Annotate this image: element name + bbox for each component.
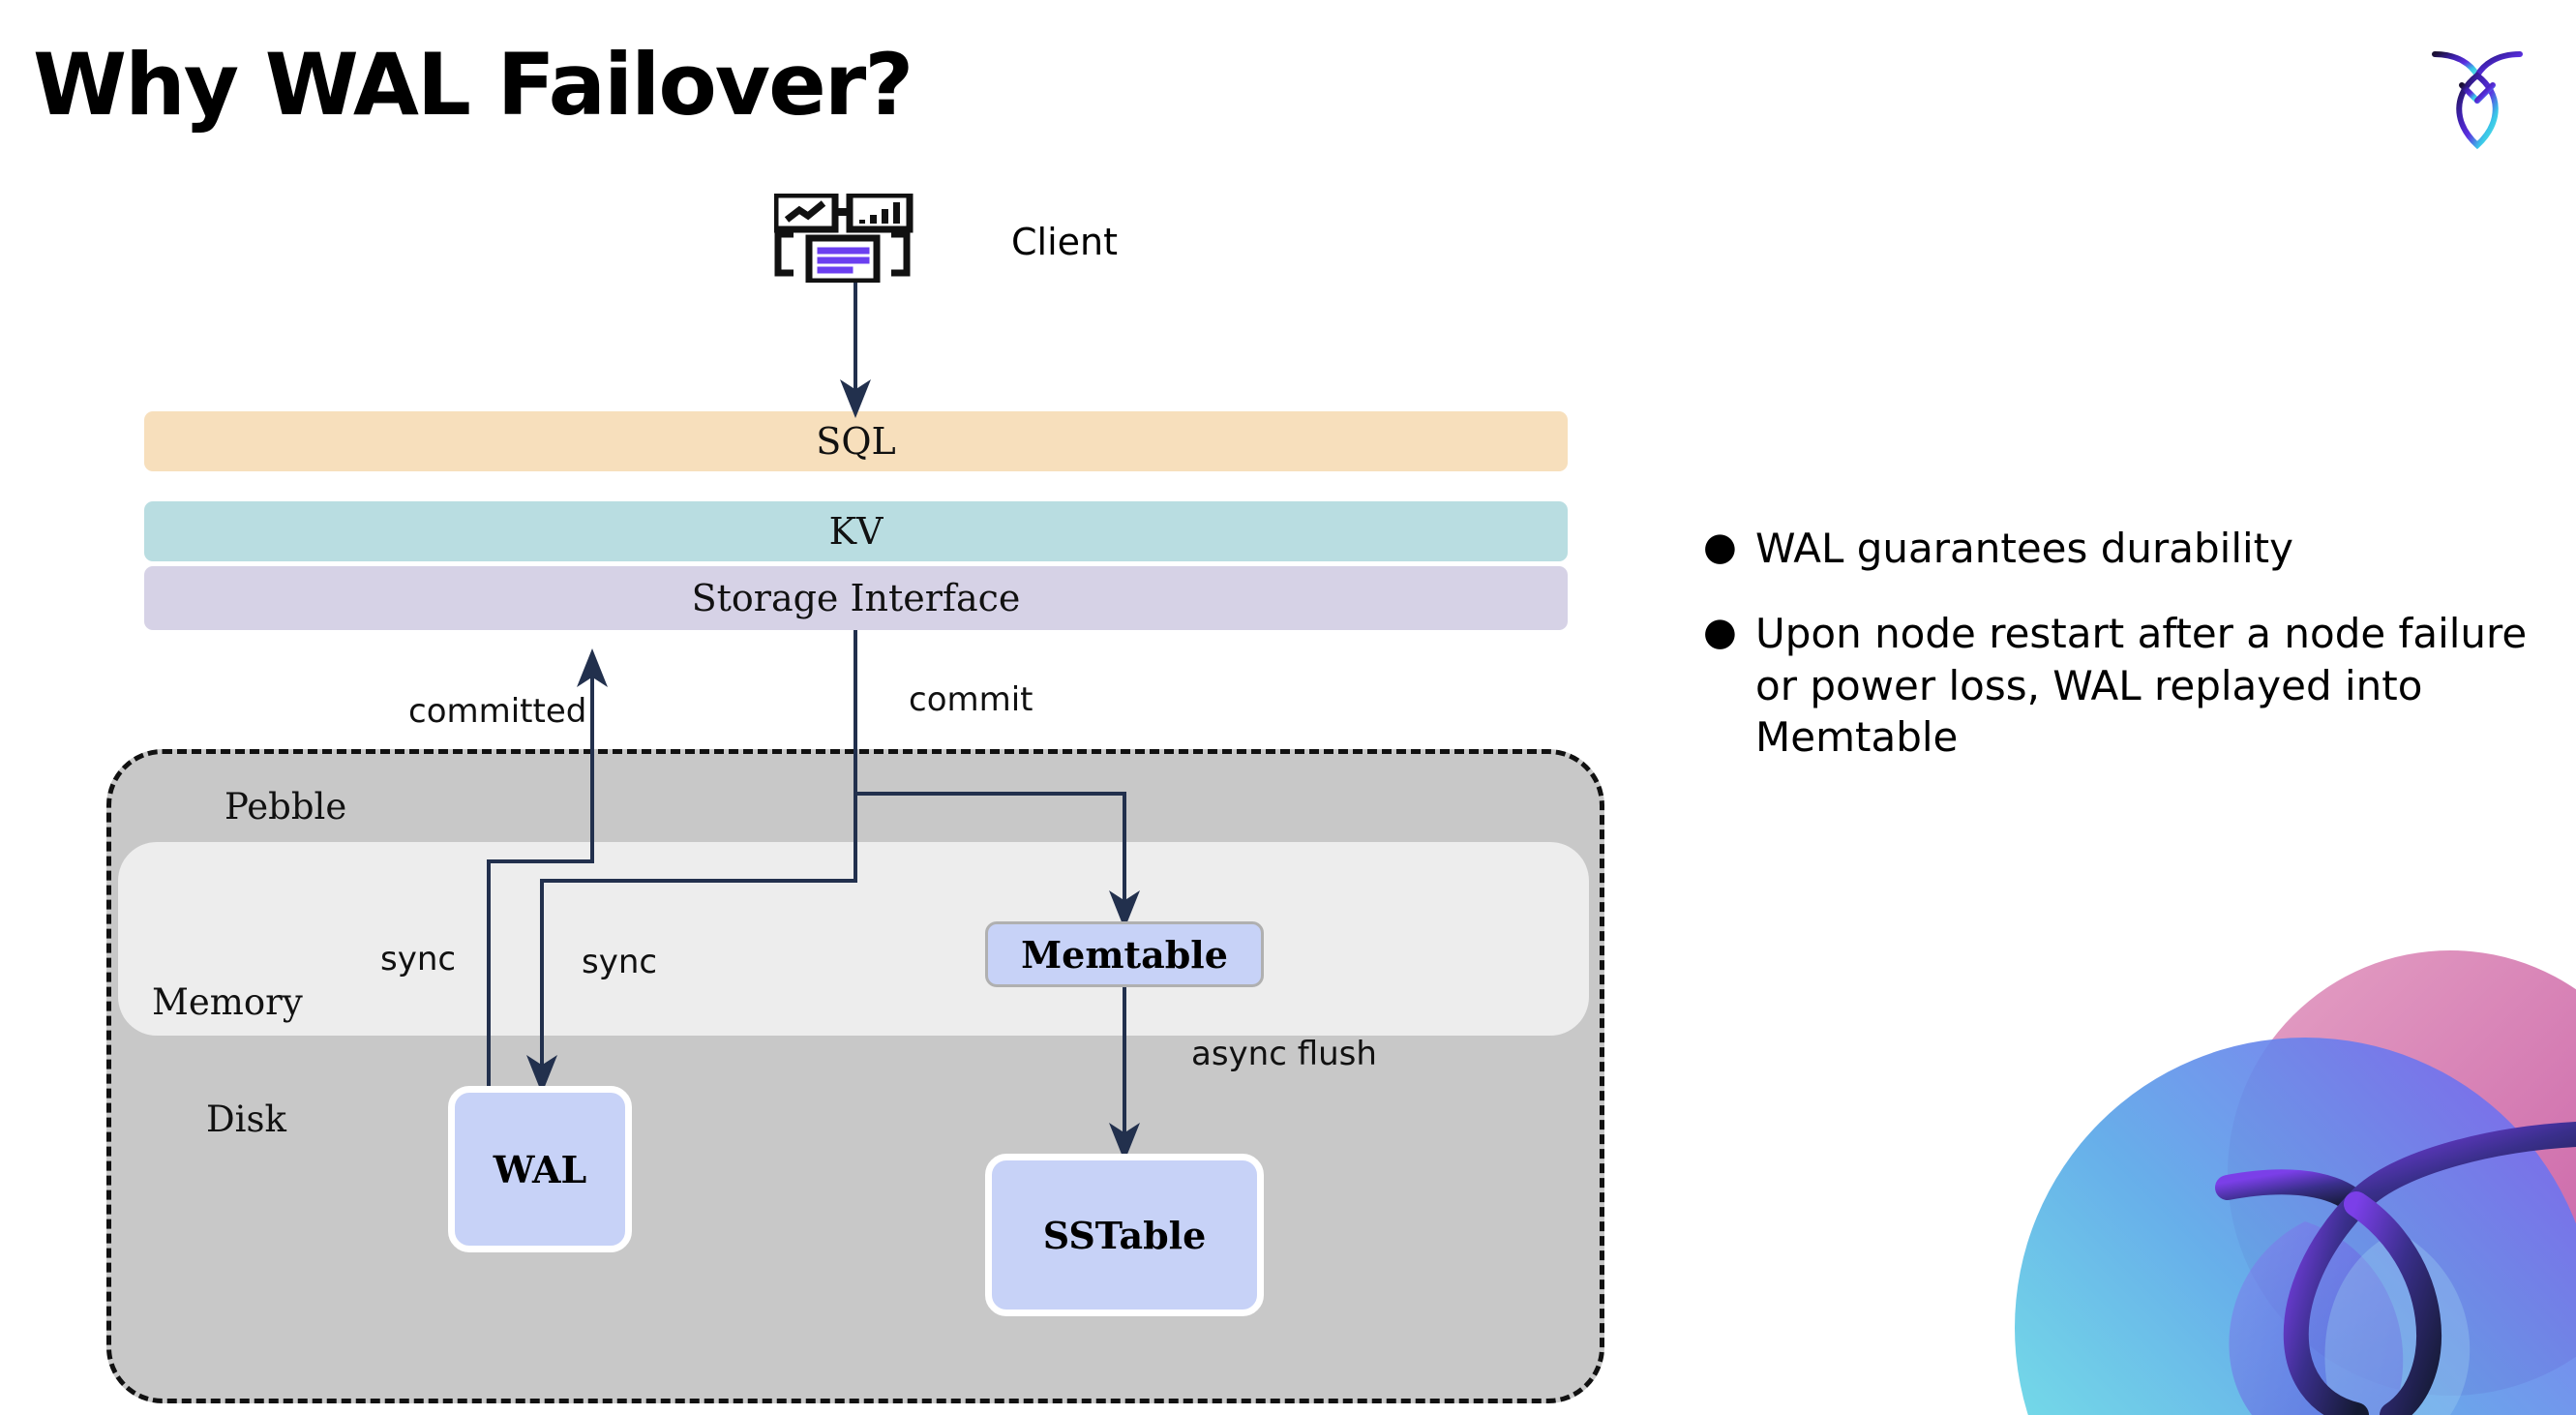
list-item: ● Upon node restart after a node failure… — [1703, 608, 2535, 764]
client-dashboard-icon — [771, 191, 925, 286]
edge-label-sync-right: sync — [582, 943, 658, 981]
decorative-gradient-circles-icon — [1986, 941, 2576, 1415]
edge-label-async-flush: async flush — [1191, 1035, 1377, 1073]
layer-label-kv: KV — [828, 510, 884, 553]
page-title: Why WAL Failover? — [33, 35, 914, 135]
cockroachdb-logo-icon — [2415, 33, 2539, 157]
memory-label: Memory — [152, 981, 303, 1023]
bullet-list: ● WAL guarantees durability ● Upon node … — [1703, 523, 2535, 797]
pebble-label: Pebble — [225, 786, 347, 828]
edge-label-committed: committed — [408, 692, 587, 731]
layer-bar-kv: KV — [144, 501, 1568, 561]
bullet-marker-icon: ● — [1703, 525, 1737, 569]
layer-bar-sql: SQL — [144, 411, 1568, 471]
disk-label: Disk — [206, 1099, 286, 1140]
bullet-marker-icon: ● — [1703, 609, 1737, 654]
layer-label-sql: SQL — [816, 420, 896, 463]
edge-label-sync-left: sync — [380, 940, 457, 978]
node-label-wal: WAL — [493, 1147, 587, 1191]
node-memtable: Memtable — [985, 921, 1264, 987]
list-item: ● WAL guarantees durability — [1703, 523, 2535, 575]
node-sstable: SSTable — [985, 1154, 1264, 1316]
bullet-text: Upon node restart after a node failure o… — [1755, 609, 2528, 762]
node-wal: WAL — [448, 1086, 632, 1252]
layer-bar-storage: Storage Interface — [144, 566, 1568, 630]
node-label-sstable: SSTable — [1042, 1213, 1207, 1257]
client-label: Client — [1011, 221, 1119, 263]
bullet-text: WAL guarantees durability — [1755, 525, 2294, 572]
memory-panel — [118, 842, 1589, 1036]
node-label-memtable: Memtable — [1021, 932, 1228, 977]
layer-label-storage: Storage Interface — [691, 577, 1021, 619]
edge-label-commit: commit — [909, 680, 1033, 719]
